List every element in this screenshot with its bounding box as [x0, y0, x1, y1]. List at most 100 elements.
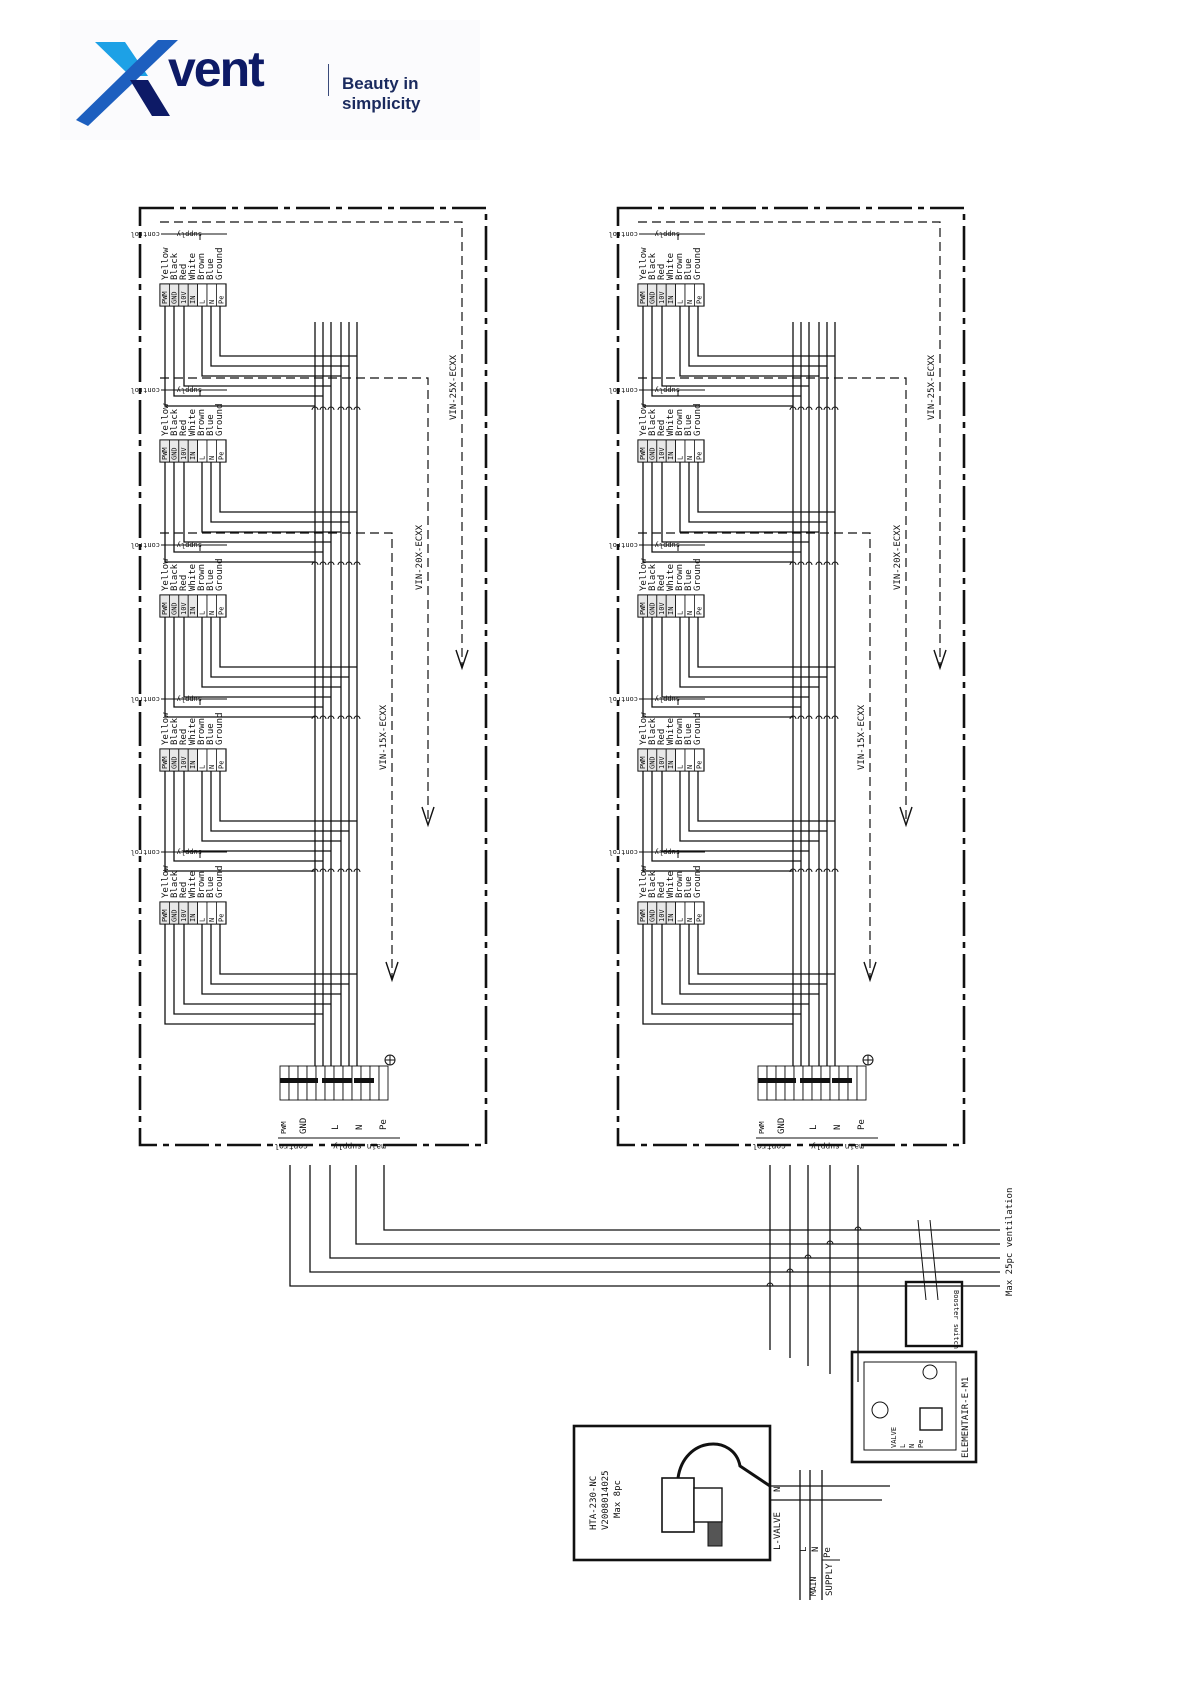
terminal-label: GND [170, 602, 178, 615]
wire-color-label: Black [170, 717, 180, 745]
fan-wire [164, 617, 315, 718]
bus-line [329, 1165, 1000, 1259]
fan-wire [688, 771, 827, 832]
controller-board [863, 1361, 957, 1451]
wire-color-label: Brown [675, 718, 685, 745]
wire-color-label: Blue [684, 876, 694, 898]
wire-hop [786, 1268, 794, 1273]
fan-wire [697, 306, 835, 357]
wire-color-label: Brown [675, 409, 685, 436]
range-label: VIN-20X-ECXX [415, 524, 425, 590]
terminal-cell [694, 594, 705, 618]
wire-color-label: Yellow [161, 558, 171, 591]
wire-color-label: White [188, 718, 198, 745]
fan-wire [661, 771, 809, 852]
range-arrow: VIN-15X-ECXX [638, 532, 877, 983]
terminal-label: Pe [217, 761, 225, 769]
terminal-label: PWM [161, 447, 169, 460]
wire-color-label: White [188, 253, 198, 280]
bottom-pwm-label: PWM [280, 1121, 288, 1134]
strip-bar [354, 1078, 374, 1083]
terminal-label: GND [170, 291, 178, 304]
range-line [160, 377, 429, 825]
terminal-label: IN [667, 607, 675, 615]
wire-color-label: Yellow [161, 403, 171, 436]
terminal-label: N [208, 765, 216, 769]
terminal-cell [694, 901, 705, 925]
terminal-label: GND [648, 447, 656, 460]
supply-l-label: L [799, 1547, 809, 1552]
control-label: control [608, 695, 638, 703]
wire-color-label: Red [179, 729, 189, 745]
terminal-label: N [686, 611, 694, 615]
wire-color-label: Black [648, 563, 658, 591]
terminal-label: Pe [695, 296, 703, 304]
bottom-n-label: N [355, 1125, 365, 1130]
fan-wire [697, 617, 835, 668]
wire-color-label: White [188, 871, 198, 898]
bottom-gnd-label: GND [299, 1118, 309, 1134]
wire-color-label: Black [648, 252, 658, 280]
control-label: control [608, 848, 638, 856]
fan-wire [201, 771, 341, 842]
wire-color-label: Brown [675, 564, 685, 591]
wire-color-label: Ground [215, 403, 225, 436]
fan-wire [201, 462, 341, 533]
wire-color-label: Ground [215, 558, 225, 591]
fan-wire [697, 924, 835, 975]
terminal-label: PWM [639, 756, 647, 769]
strip-cell [856, 1065, 867, 1101]
wire-color-label: Brown [197, 253, 207, 280]
wire-color-label: Yellow [161, 247, 171, 280]
fan-wire [679, 462, 819, 533]
fan-wire [201, 617, 341, 688]
wire-color-label: Blue [206, 723, 216, 745]
terminal-label: IN [189, 452, 197, 460]
bus-line [309, 1165, 1000, 1273]
arrow-head [385, 961, 399, 983]
controller-name: ELEMENTAIR-E-M1 [961, 1377, 971, 1458]
fan-wire [679, 924, 819, 995]
wire-color-label: White [188, 564, 198, 591]
fan-wire [183, 306, 331, 387]
fan-wire [661, 306, 809, 387]
wire-color-label: Yellow [639, 247, 649, 280]
wire-color-label: Brown [197, 871, 207, 898]
terminal-label: N [686, 456, 694, 460]
fan-wire [688, 617, 827, 678]
fan-wire [201, 924, 341, 995]
terminal-label: PWM [161, 291, 169, 304]
fan-wire [642, 924, 793, 1025]
control-label: control [608, 386, 638, 394]
terminal-label: L [199, 611, 207, 615]
fan-wire [679, 617, 819, 688]
valve-max: Max 8pc [613, 1480, 623, 1518]
terminal-label: PWM [161, 602, 169, 615]
ventilation-note: Max 25pc ventilation [1005, 1188, 1015, 1296]
terminal-label: Pe [217, 607, 225, 615]
wire-color-label: Black [170, 563, 180, 591]
bus-break [929, 1219, 939, 1301]
wire-color-label: Black [648, 717, 658, 745]
wire-color-label: Red [179, 882, 189, 898]
wire-hop [766, 1282, 774, 1287]
wire-color-label: Blue [684, 723, 694, 745]
fan-wire [183, 924, 331, 1005]
terminal-label: Pe [217, 452, 225, 460]
range-label: VIN-15X-ECXX [857, 704, 867, 770]
wire-color-label: Blue [684, 258, 694, 280]
wire-color-label: Blue [206, 569, 216, 591]
wire-color-label: Yellow [161, 712, 171, 745]
fan-wire [651, 306, 801, 397]
fan-wire [219, 924, 357, 975]
range-arrow: VIN-15X-ECXX [160, 532, 399, 983]
